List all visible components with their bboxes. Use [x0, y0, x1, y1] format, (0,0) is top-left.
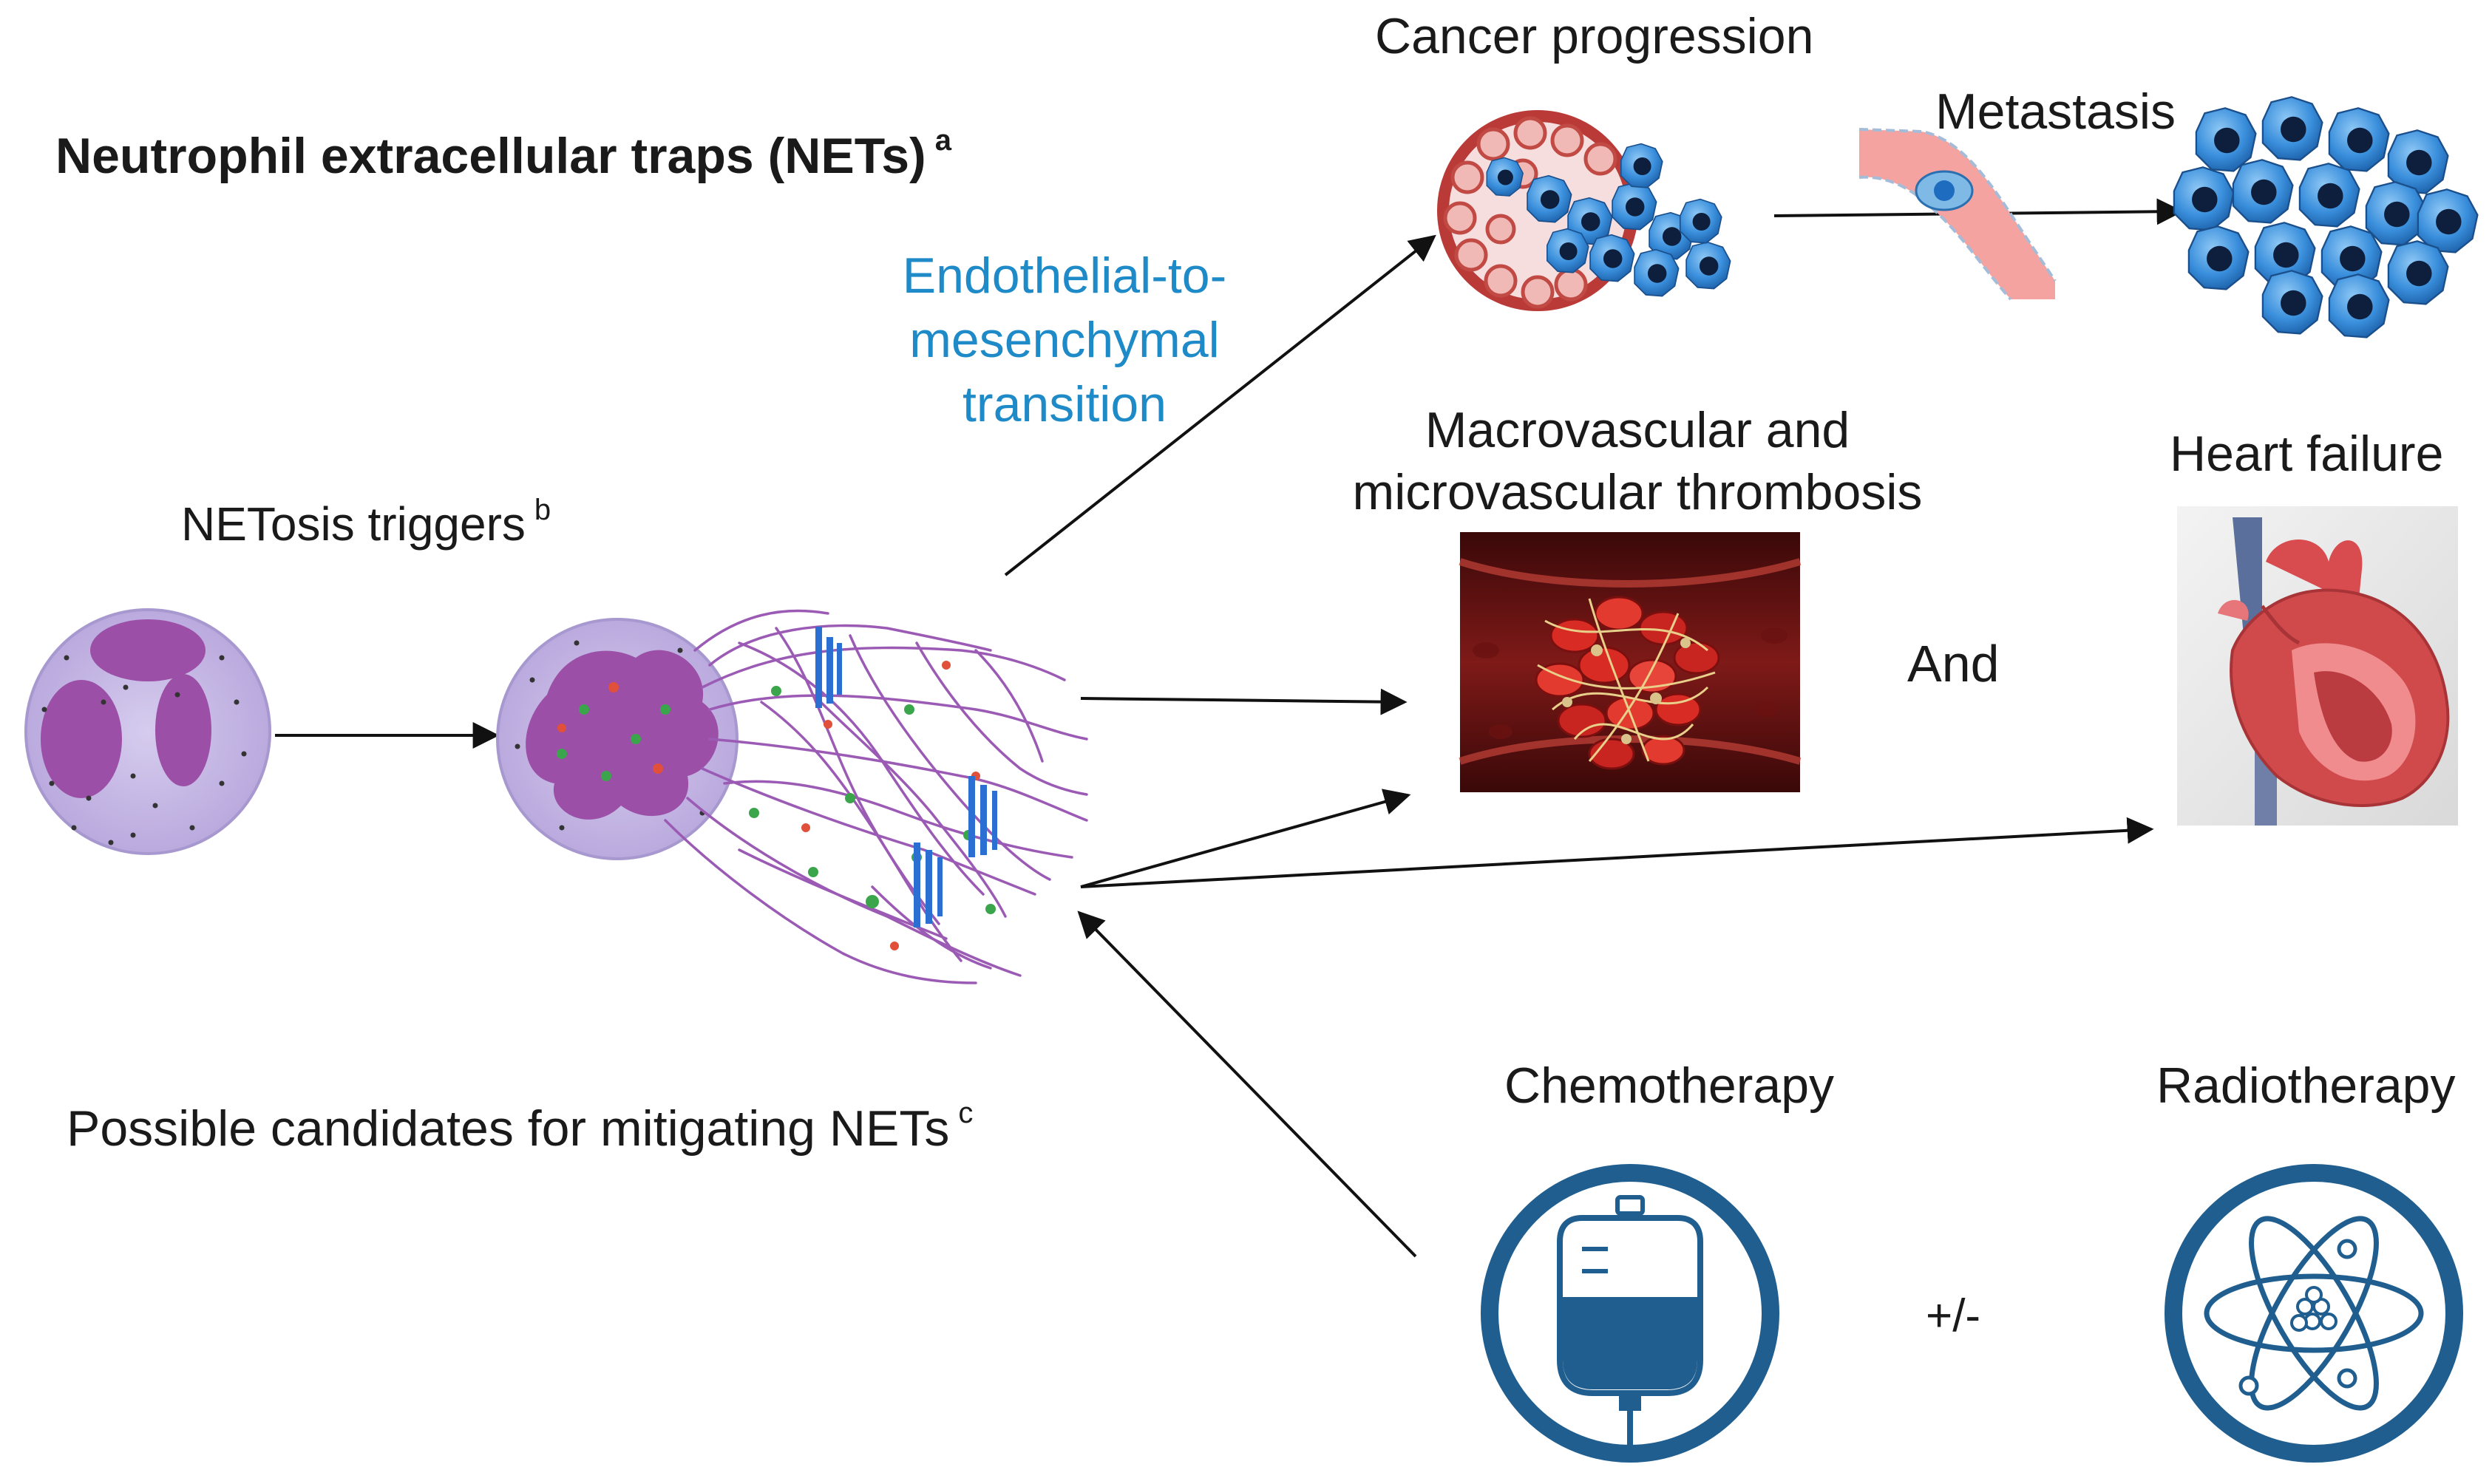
- figure-title: Neutrophil extracellular traps (NETs)a: [55, 124, 951, 185]
- netosis-footnote-marker: b: [534, 494, 551, 526]
- arrow-therapy-to-nets: [1077, 911, 1417, 1258]
- label-chemotherapy: Chemotherapy: [1504, 1058, 1835, 1114]
- label-and: And: [1907, 635, 2000, 692]
- arrow-nets-to-heart: [1080, 817, 2154, 888]
- arrow-nets-to-cancer: [1004, 234, 1436, 576]
- label-radiotherapy: Radiotherapy: [2156, 1058, 2456, 1114]
- iv-bag-icon: [1481, 1164, 1779, 1463]
- label-thrombosis: Macrovascular and microvascular thrombos…: [1352, 402, 1923, 520]
- neutrophil-cell-icon: [24, 608, 271, 855]
- arrows: [275, 198, 2184, 1258]
- arrow-nets-to-thrombosis: [1080, 688, 1408, 715]
- tumor-cluster-icon: [2173, 96, 2479, 338]
- figure-title-text: Neutrophil extracellular traps (NETs): [55, 128, 926, 184]
- netosis-triggers-text: NETosis triggers: [181, 497, 526, 551]
- circulating-tumor-cell-icon: [1858, 128, 2057, 301]
- arrow-nets-to-thrombosis-lower: [1080, 789, 1411, 888]
- candidates-footnote-marker: c: [958, 1097, 974, 1129]
- title-footnote-marker: a: [934, 124, 951, 157]
- label-heart-failure: Heart failure: [2170, 426, 2444, 482]
- candidates-text: Possible candidates for mitigating NETs: [67, 1100, 950, 1157]
- heart-icon: [2177, 506, 2458, 826]
- label-emt: Endothelial-to-mesenchymal transition: [902, 248, 1227, 432]
- thrombus-icon: [1459, 532, 1802, 792]
- label-cancer-progression: Cancer progression: [1375, 8, 1814, 64]
- label-plus-minus: +/-: [1926, 1290, 1981, 1341]
- label-metastasis: Metastasis: [1935, 84, 2176, 140]
- netosis-cell-icon: [496, 609, 1088, 984]
- atom-icon: [2165, 1164, 2463, 1463]
- tumor-in-vessel-icon: [1437, 110, 1731, 311]
